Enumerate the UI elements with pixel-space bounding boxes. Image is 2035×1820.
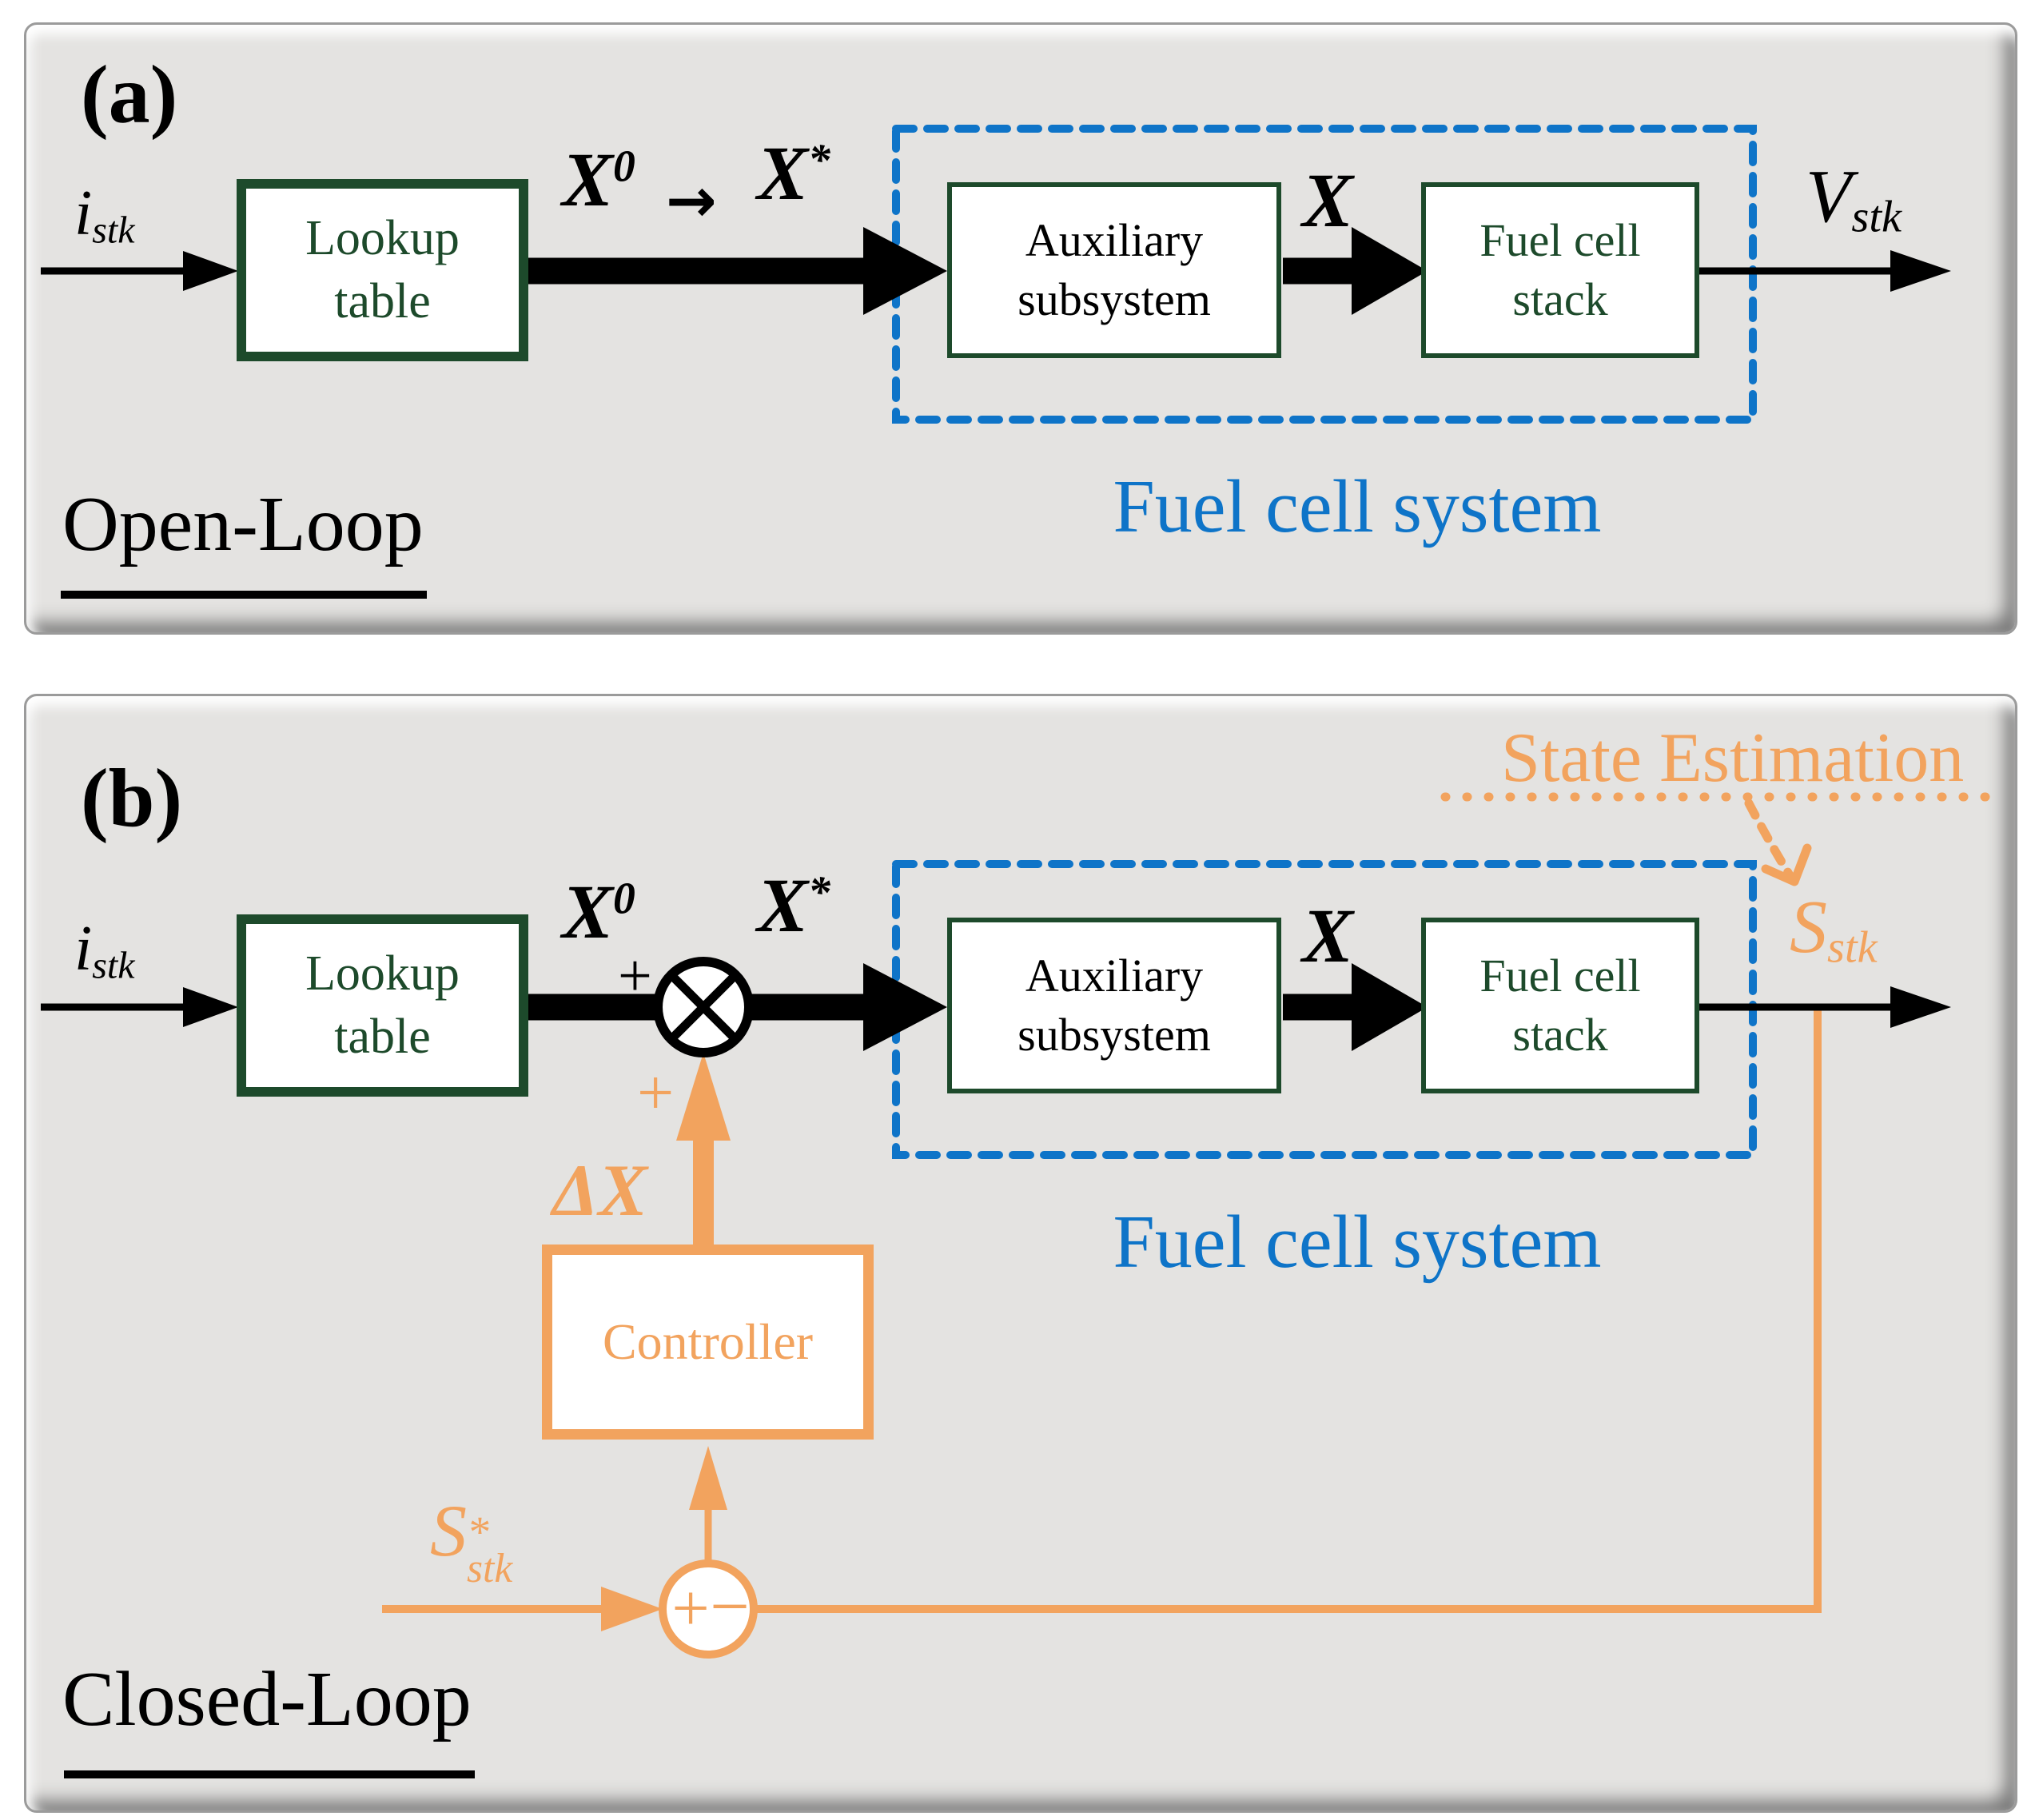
open-loop-underline <box>61 591 427 599</box>
reference-state-label: S*stk <box>430 1490 513 1591</box>
output-arrow <box>1699 986 1951 1028</box>
open-loop-diagram-lines <box>41 125 1951 424</box>
initial-state-label: X0 <box>562 137 635 222</box>
closed-loop-underline <box>64 1770 475 1778</box>
delta-x-label: ΔX <box>552 1149 648 1231</box>
mixer-junction <box>653 957 754 1057</box>
state-x-label: X <box>1302 157 1354 243</box>
auxiliary-subsystem-box: Auxiliary subsystem <box>947 182 1281 358</box>
state-estimation-label: State Estimation <box>1501 719 1965 797</box>
delta-x-arrow <box>676 1053 731 1246</box>
fuel-cell-stack-box: Fuel cell stack <box>1421 182 1699 358</box>
fuel-cell-system-label: Fuel cell system <box>1113 1201 1602 1284</box>
panel-b-tag: (b) <box>81 752 183 844</box>
maps-to-arrow-icon: → <box>666 165 717 236</box>
panel-a-tag: (a) <box>81 49 178 141</box>
state-x-label: X <box>1302 893 1354 978</box>
bold-arrow-aux-to-stack <box>1283 963 1428 1051</box>
input-current-label: istk <box>74 178 135 252</box>
output-arrow <box>1699 250 1951 292</box>
bold-arrow-lookup-to-aux <box>528 227 947 315</box>
input-arrow <box>41 251 238 291</box>
input-arrow <box>41 987 238 1027</box>
error-to-controller-arrow <box>689 1446 727 1563</box>
initial-state-label: X0 <box>562 869 635 954</box>
open-loop-label: Open-Loop <box>62 481 424 568</box>
closed-loop-label: Closed-Loop <box>62 1656 472 1742</box>
reference-input-arrow <box>382 1587 663 1631</box>
closed-loop-diagram-lines <box>41 792 2007 1659</box>
fuel-cell-system-label: Fuel cell system <box>1113 465 1602 548</box>
closed-loop-panel: (b) State Estimation istk Lookup table X… <box>24 694 2017 1813</box>
optimal-state-label: X* <box>757 862 830 948</box>
correction-plus-sign: + <box>637 1056 675 1129</box>
sum-plus-sign: + <box>671 1571 710 1646</box>
optimal-state-label: X* <box>757 130 830 216</box>
lookup-table-box: Lookup table <box>237 914 528 1097</box>
stack-state-label: Sstk <box>1790 886 1878 973</box>
state-estimation-dashed-arrow <box>1744 798 1812 886</box>
fuel-cell-stack-box: Fuel cell stack <box>1421 918 1699 1093</box>
input-current-label: istk <box>74 914 135 987</box>
stack-voltage-label: Vstk <box>1806 155 1902 242</box>
lookup-table-box: Lookup table <box>237 179 528 361</box>
controller-box: Controller <box>542 1245 874 1440</box>
bold-arrow-aux-to-stack <box>1283 227 1428 315</box>
feedback-line <box>752 1010 1822 1613</box>
bold-arrow-mixer-to-aux <box>749 963 947 1051</box>
open-loop-panel: (a) istk Lookup table X0 → X* Auxiliary … <box>24 22 2017 635</box>
sum-minus-sign: − <box>710 1568 750 1646</box>
mixer-plus-sign: + <box>618 942 652 1010</box>
auxiliary-subsystem-box: Auxiliary subsystem <box>947 918 1281 1093</box>
